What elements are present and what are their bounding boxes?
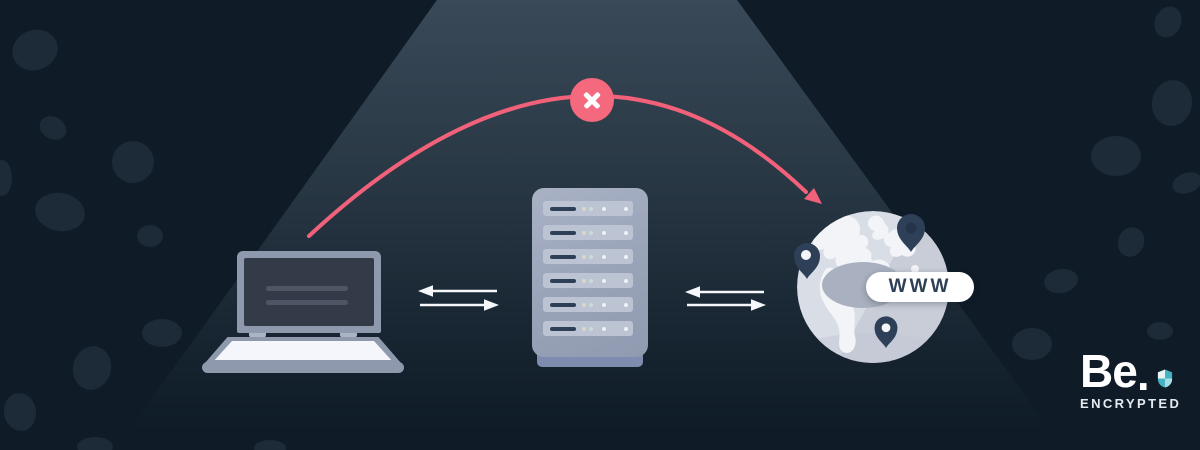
led-dot [582, 326, 586, 331]
double-arrow-right-icon [687, 299, 766, 311]
background-blob [1042, 266, 1080, 296]
drive-handle [550, 326, 576, 331]
led-dot [589, 206, 593, 211]
led-dot [602, 206, 606, 211]
server-bay [543, 321, 633, 336]
background-blob [0, 160, 12, 196]
www-badge: WWW [866, 272, 974, 302]
map-pin-icon [874, 316, 898, 348]
led-dot [602, 254, 606, 259]
server-body [532, 188, 648, 357]
background-blob [32, 188, 88, 236]
led-dot [582, 302, 586, 307]
led-dot [582, 230, 586, 235]
led-dot [589, 254, 593, 259]
map-pin-icon [897, 214, 925, 252]
laptop-base-bar [202, 362, 404, 373]
led-dot [582, 254, 586, 259]
drive-handle [550, 206, 576, 211]
drive-handle [550, 302, 576, 307]
led-dot [602, 230, 606, 235]
background-blob [142, 319, 182, 347]
background-blob [1147, 322, 1173, 340]
background-blob [35, 111, 71, 145]
led-dot [602, 302, 606, 307]
led-dot [624, 230, 628, 235]
led-dot [602, 278, 606, 283]
background-blob [1148, 76, 1196, 130]
double-arrow-left-icon [685, 286, 764, 298]
brand-logo: Be. ENCRYPTED [1080, 348, 1190, 411]
led-dot [589, 230, 593, 235]
brand-name: Be [1080, 345, 1138, 397]
background-blob [112, 141, 154, 183]
screen-text-line [266, 300, 348, 305]
background-blob [6, 23, 64, 77]
brand-dot: . [1136, 348, 1150, 400]
laptop-keyboard [214, 341, 392, 360]
background-blob [67, 341, 117, 395]
led-dot [582, 278, 586, 283]
led-dot [624, 326, 628, 331]
background-blob [1091, 136, 1141, 176]
background-blob [77, 437, 113, 450]
double-arrow-right-icon [420, 299, 499, 311]
background-blob [1169, 168, 1200, 198]
map-pin-icon [794, 243, 820, 279]
server-bay [543, 249, 633, 264]
led-dot [602, 326, 606, 331]
background-blob [1149, 2, 1187, 42]
drive-handle [550, 230, 576, 235]
blocked-x-icon [570, 78, 614, 122]
background-blob [1113, 223, 1149, 261]
led-dot [582, 206, 586, 211]
led-dot [624, 206, 628, 211]
background-blob [1012, 328, 1052, 360]
drive-handle [550, 278, 576, 283]
led-dot [624, 254, 628, 259]
www-label: WWW [888, 276, 952, 297]
drive-handle [550, 254, 576, 259]
laptop-screen [237, 251, 381, 333]
server-bay [543, 225, 633, 240]
led-dot [589, 302, 593, 307]
server-bay [543, 201, 633, 216]
laptop-display [244, 258, 374, 326]
background-blob [0, 390, 40, 434]
double-arrow-left-icon [418, 285, 497, 297]
background-blob [137, 225, 163, 247]
laptop-keyboard-deck [205, 337, 401, 363]
server-bay [543, 273, 633, 288]
shield-icon [1157, 369, 1172, 388]
brand-tagline: ENCRYPTED [1080, 396, 1182, 411]
laptop-hinge [340, 333, 357, 338]
led-dot [624, 302, 628, 307]
led-dot [624, 278, 628, 283]
screen-text-line [266, 286, 348, 291]
laptop-hinge [249, 333, 266, 338]
server-bay [543, 297, 633, 312]
led-dot [589, 278, 593, 283]
led-dot [589, 326, 593, 331]
